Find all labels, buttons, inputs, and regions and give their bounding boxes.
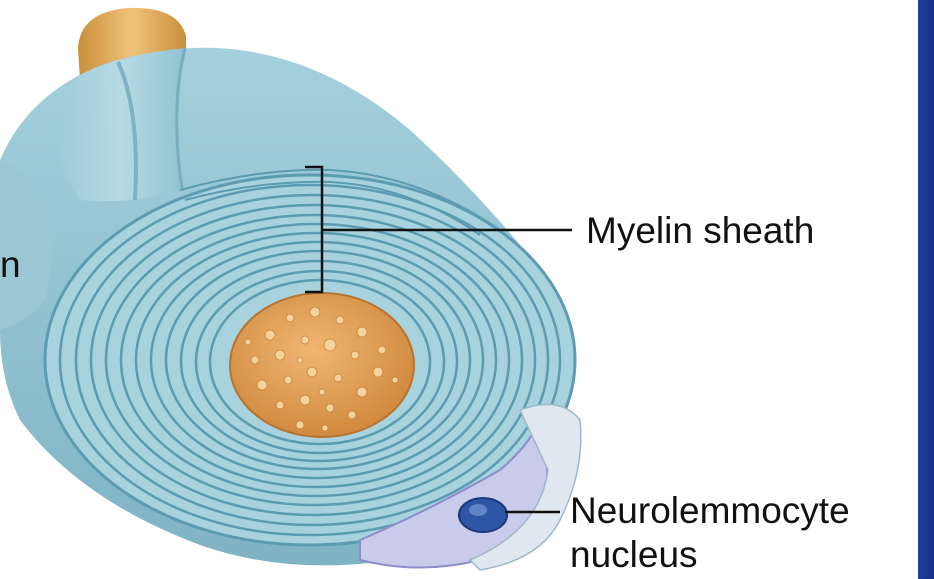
neurolemmocyte-nucleus [459, 498, 507, 532]
slide-frame-bar [918, 0, 934, 579]
nucleus-label: nucleus [570, 536, 698, 575]
myelin-sheath-label: Myelin sheath [586, 212, 814, 251]
axon-core [230, 293, 414, 437]
neurolemmocyte-label: Neurolemmocyte [570, 492, 850, 531]
partial-label: n [0, 246, 21, 285]
